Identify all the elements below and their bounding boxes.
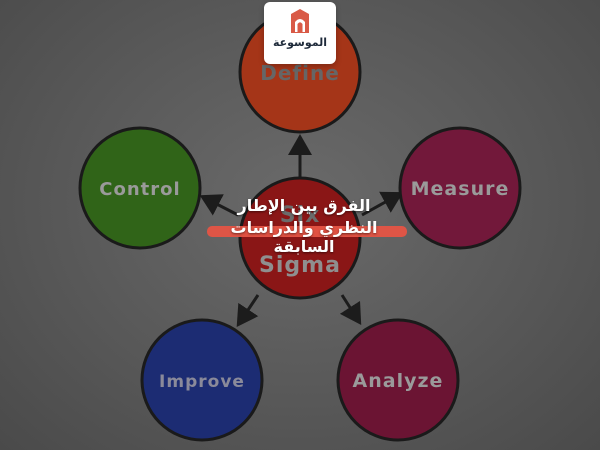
site-logo[interactable]: الموسوعة (264, 2, 336, 64)
svg-text:Define: Define (260, 61, 340, 85)
svg-text:Sigma: Sigma (259, 253, 341, 278)
svg-text:Control: Control (99, 179, 180, 200)
article-title: الفرق بين الإطار النظري والدراسات السابق… (205, 194, 407, 256)
svg-text:Analyze: Analyze (353, 370, 444, 392)
logo-icon (291, 9, 309, 33)
svg-text:Improve: Improve (159, 372, 245, 392)
title-line-2: النظري والدراسات السابقة (230, 218, 378, 256)
title-accent-bar (207, 226, 407, 237)
node-analyze: Analyze (336, 318, 460, 442)
arrow-to-measure (361, 191, 404, 217)
arrow-to-analyze (339, 294, 362, 326)
svg-text:Measure: Measure (411, 178, 510, 200)
node-center: Six Sigma (238, 176, 362, 300)
svg-text:Six: Six (280, 203, 321, 228)
title-line-1: الفرق بين الإطار (237, 196, 371, 215)
node-improve: Improve (140, 318, 264, 442)
logo-text: الموسوعة (272, 36, 328, 49)
node-measure: Measure (398, 126, 522, 250)
arrow-to-control (199, 194, 239, 217)
node-control: Control (78, 126, 202, 250)
arrow-to-improve (236, 294, 260, 327)
